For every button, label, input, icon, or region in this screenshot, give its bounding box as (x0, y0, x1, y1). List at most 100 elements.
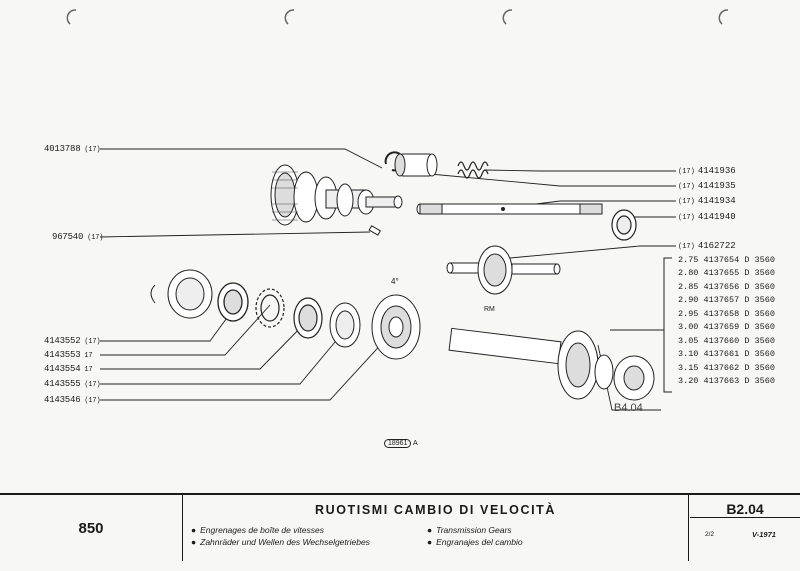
pinion-shaft (448, 327, 655, 401)
subtitle-es-text: Engranajes del cambio (436, 537, 523, 547)
ratio-value: 2.95 (678, 309, 699, 319)
ratio-value: 3.00 (678, 322, 699, 332)
subtitle-fr-text: Engrenages de boîte de vitesses (200, 525, 324, 535)
subtitle-de-text: Zahnräder und Wellen des Wechselgetriebe… (200, 537, 370, 547)
drawing-suffix: A (413, 440, 418, 447)
subtitle-fr: ●Engrenages de boîte de vitesses (191, 525, 324, 535)
reverse-idler-gear (446, 245, 561, 295)
ratio-part-number: 4137659 (703, 322, 740, 332)
ratio-part-number: 4137663 (703, 376, 740, 386)
bushing (394, 153, 438, 177)
ratio-part-number: 4137657 (703, 295, 740, 305)
ratio-value: 3.20 (678, 376, 699, 386)
reference-code: B4.04 (614, 402, 643, 414)
cluster-gear-assembly (270, 164, 403, 226)
seal-ring (611, 209, 637, 241)
drawing-reference: 18961 A (384, 439, 418, 448)
ratio-part-number: 4137661 (703, 349, 740, 359)
synchro-hub (329, 302, 361, 348)
part-number: 4141934 (697, 196, 736, 206)
part-number: 4143555 (44, 379, 81, 389)
gear-position-label: 4° (391, 277, 399, 286)
ratio-value: 2.75 (678, 255, 699, 265)
part-number: 4141935 (697, 181, 736, 191)
part-number: 4141940 (697, 212, 736, 222)
ratio-row: 3.00 4137659 D 3560 (678, 322, 775, 332)
ratio-suffix: D 3560 (744, 336, 775, 346)
part-number-row: (17)4162722 (678, 241, 736, 251)
part-number-row: (17)4141940 (678, 212, 736, 222)
part-qty: (17) (678, 214, 695, 222)
pin (368, 225, 382, 236)
ratio-suffix: D 3560 (744, 309, 775, 319)
sheet-code: B2.04 (726, 501, 764, 517)
part-qty: (17) (84, 381, 101, 389)
bearing-ring (217, 282, 249, 322)
part-qty: (17) (84, 146, 101, 154)
ratio-part-number: 4137662 (703, 363, 740, 373)
ratio-suffix: D 3560 (744, 282, 775, 292)
ratio-row: 3.10 4137661 D 3560 (678, 349, 775, 359)
part-number: 4143546 (44, 395, 81, 405)
part-number: 4143552 (44, 336, 81, 346)
ratio-row: 2.85 4137656 D 3560 (678, 282, 775, 292)
subtitle-en: ●Transmission Gears (427, 525, 512, 535)
punch-hole-marks (66, 9, 729, 25)
part-qty: (17) (678, 243, 695, 251)
ratio-value: 3.05 (678, 336, 699, 346)
drawing-number: 18961 (384, 439, 412, 448)
page-number: 2/2 (705, 531, 715, 538)
part-number-row: 4143552(17) (44, 336, 101, 346)
part-qty: (17) (87, 234, 104, 242)
ratio-row: 2.75 4137654 D 3560 (678, 255, 775, 265)
part-qty: 17 (84, 352, 93, 360)
page-title: RUOTISMI CAMBIO DI VELOCITÀ (314, 503, 557, 517)
ratio-row: 2.80 4137655 D 3560 (678, 268, 775, 278)
part-qty: (17) (84, 338, 101, 346)
part-number-row: (17)4141936 (678, 166, 736, 176)
ratio-value: 3.15 (678, 363, 699, 373)
part-number: 4013788 (44, 144, 81, 154)
ratio-row: 3.20 4137663 D 3560 (678, 376, 775, 386)
ratio-suffix: D 3560 (744, 255, 775, 265)
part-qty: (17) (678, 168, 695, 176)
ratio-row: 3.05 4137660 D 3560 (678, 336, 775, 346)
part-number-row: (17)4141935 (678, 181, 736, 191)
ratio-value: 3.10 (678, 349, 699, 359)
ratio-part-number: 4137656 (703, 282, 740, 292)
ratio-part-number: 4137655 (703, 268, 740, 278)
subtitle-de: ●Zahnräder und Wellen des Wechselgetrieb… (191, 537, 370, 547)
ratio-suffix: D 3560 (744, 376, 775, 386)
part-number: 4143553 (44, 350, 81, 360)
gear-teeth-hatching (272, 171, 298, 221)
ratio-part-number: 4137654 (703, 255, 740, 265)
ratio-row: 2.90 4137657 D 3560 (678, 295, 775, 305)
ratio-bracket (610, 257, 672, 393)
bullet-icon: ● (427, 537, 433, 547)
part-number-row: 4143546(17) (44, 395, 101, 405)
ratio-suffix: D 3560 (744, 268, 775, 278)
part-number-row: 967540(17) (52, 232, 103, 242)
part-qty: (17) (678, 183, 695, 191)
part-number: 4162722 (697, 241, 736, 251)
thrust-washer (293, 297, 323, 339)
ratio-value: 2.80 (678, 268, 699, 278)
rm-label: RM (484, 306, 495, 313)
divider (690, 517, 800, 518)
part-number-row: 4143555(17) (44, 379, 101, 389)
spring (457, 161, 489, 179)
bullet-icon: ● (191, 537, 197, 547)
part-number-row: (17)4141934 (678, 196, 736, 206)
part-qty: (17) (678, 198, 695, 206)
ratio-value: 2.85 (678, 282, 699, 292)
part-qty: (17) (84, 397, 101, 405)
model-number: 850 (0, 495, 183, 561)
ball-bearing (150, 269, 213, 319)
subtitle-es: ●Engranajes del cambio (427, 537, 523, 547)
ratio-part-number: 4137658 (703, 309, 740, 319)
bullet-icon: ● (427, 525, 433, 535)
helical-gear (371, 294, 421, 360)
